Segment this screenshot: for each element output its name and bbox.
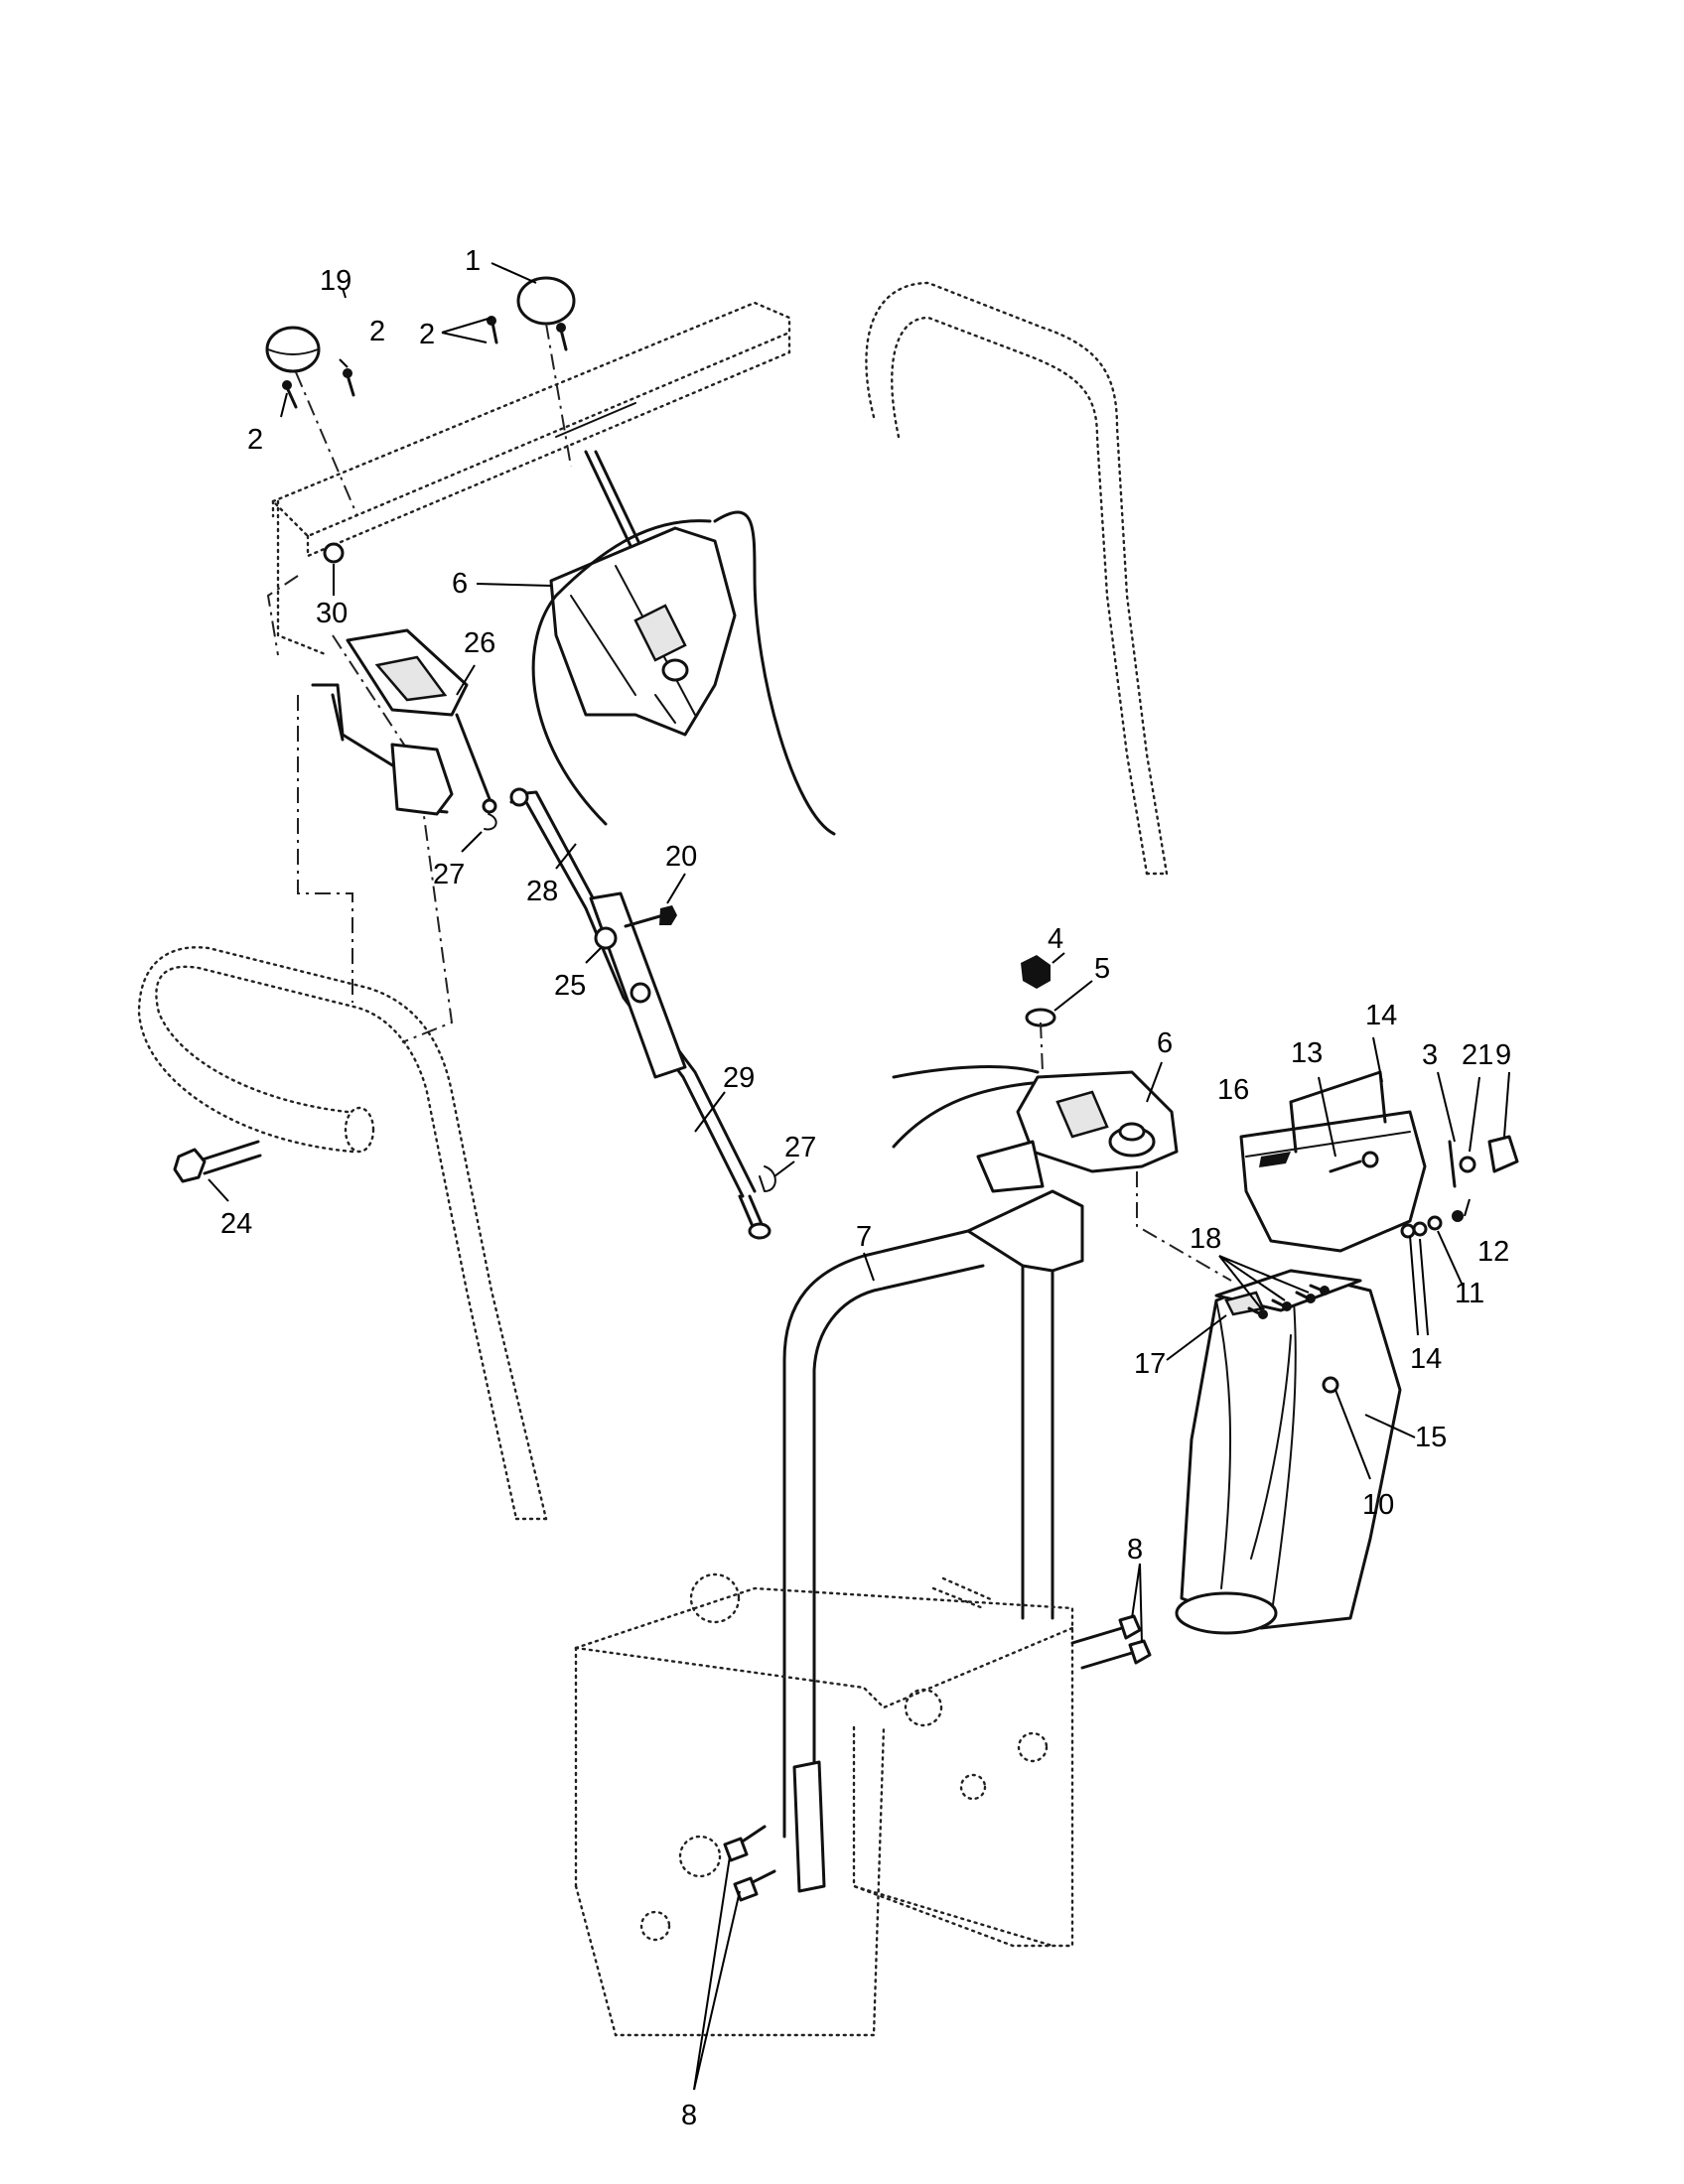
callout-30: 30 (316, 598, 348, 629)
machine-housing (574, 1572, 1074, 2037)
callout-27-upper: 27 (433, 859, 465, 890)
callout-2-b: 2 (419, 319, 435, 350)
lock-nut-4 (1021, 955, 1051, 989)
bolt-13 (1329, 1151, 1379, 1173)
callout-27-lower: 27 (784, 1132, 816, 1163)
chute-crank-rod (509, 787, 772, 1240)
callout-6-upper: 6 (452, 568, 468, 600)
callout-8-left: 8 (681, 2100, 697, 2131)
callout-26: 26 (464, 627, 495, 659)
clip-pin-27-upper (484, 813, 497, 831)
screw-2-right-b (556, 323, 568, 351)
callout-25: 25 (554, 970, 586, 1002)
screw-2-mid (343, 368, 355, 397)
clip-pin-27-lower (759, 1165, 776, 1192)
callout-14-lower: 14 (1410, 1343, 1442, 1375)
callout-1: 1 (465, 245, 481, 277)
bolts-8-left (723, 1825, 776, 1902)
chute-deflector-16 (1239, 1070, 1427, 1253)
chute-bracket-lower (892, 1065, 1179, 1193)
callout-15: 15 (1415, 1422, 1447, 1453)
knob-1 (516, 276, 576, 468)
callout-17: 17 (1134, 1348, 1166, 1380)
lever-bracket-26 (311, 628, 497, 816)
callout-2-a: 2 (369, 316, 385, 347)
callout-14-upper: 14 (1365, 1000, 1397, 1031)
callout-21: 21 (1462, 1039, 1493, 1071)
callout-16: 16 (1217, 1074, 1249, 1106)
callout-5: 5 (1094, 953, 1110, 985)
bolts-8-right (1070, 1614, 1152, 1670)
callout-8-right: 8 (1127, 1534, 1143, 1566)
right-upper-handle (865, 281, 1169, 876)
left-lower-handle (137, 946, 548, 1521)
knob-19 (265, 326, 358, 517)
callout-9: 9 (1495, 1039, 1511, 1071)
callout-3: 3 (1422, 1039, 1438, 1071)
callout-13: 13 (1291, 1037, 1323, 1069)
bolt-20 (624, 905, 677, 928)
callout-7: 7 (856, 1221, 872, 1253)
callout-12: 12 (1477, 1236, 1509, 1268)
callout-24: 24 (220, 1208, 252, 1240)
callout-11: 11 (1455, 1278, 1484, 1309)
chute-support-handle-7 (782, 1189, 1084, 1893)
callout-19: 19 (320, 265, 351, 297)
hex-bolt-24 (173, 1140, 262, 1183)
control-panel (266, 301, 791, 1043)
nut-30 (323, 542, 345, 564)
chute-control-bracket-upper (531, 450, 836, 836)
callout-pointers (208, 262, 1510, 2091)
chute-side-hardware (1400, 1135, 1519, 1239)
callout-4: 4 (1048, 923, 1063, 955)
callout-18: 18 (1190, 1223, 1221, 1255)
callout-10: 10 (1362, 1489, 1394, 1521)
callout-29: 29 (723, 1062, 755, 1094)
callout-2-c: 2 (247, 424, 263, 456)
callout-20: 20 (665, 841, 697, 873)
callout-6-lower: 6 (1157, 1027, 1173, 1059)
screw-2-left (282, 380, 298, 409)
discharge-chute-15 (1175, 1269, 1402, 1635)
center-line-chute (1136, 1171, 1232, 1282)
callout-28: 28 (526, 876, 558, 907)
callout-labels: 1 2 2 2 3 4 5 6 6 7 8 8 9 10 11 12 13 14… (220, 245, 1511, 2131)
screws-18 (1247, 1284, 1330, 1319)
center-line-lower-bracket (1040, 1022, 1044, 1073)
